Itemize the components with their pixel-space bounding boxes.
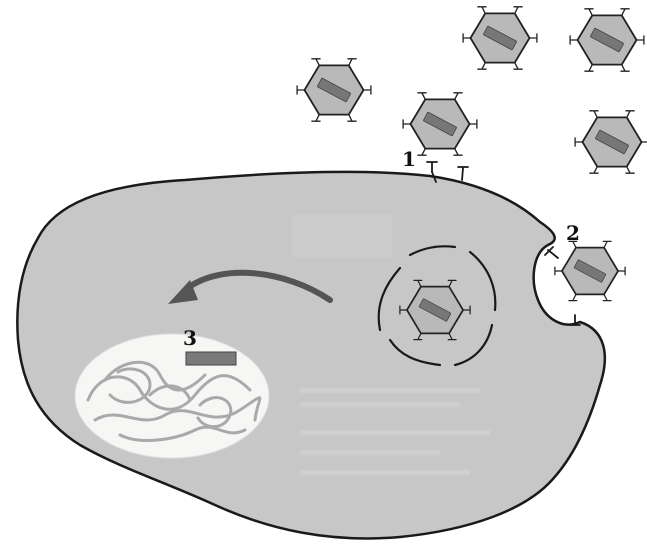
free-virus-icon <box>462 5 538 71</box>
endosome <box>377 245 497 367</box>
cell-receptors-step2 <box>544 246 581 326</box>
cell-receptors-step1 <box>426 161 469 183</box>
free-virus-icon <box>296 57 372 123</box>
faded-text-area <box>292 215 490 475</box>
step-label-3: 3 <box>183 326 197 350</box>
host-dna <box>86 360 262 442</box>
step-label-1: 1 <box>402 147 416 171</box>
entering-virus-icon <box>554 240 626 302</box>
integrated-viral-genome <box>185 351 237 366</box>
free-virus-icon <box>569 7 645 73</box>
nucleus <box>74 333 270 459</box>
curved-arrow-icon <box>168 269 333 304</box>
attaching-virus-icon <box>402 91 478 157</box>
step-label-2: 2 <box>566 221 580 245</box>
free-virus-icon <box>574 109 647 175</box>
